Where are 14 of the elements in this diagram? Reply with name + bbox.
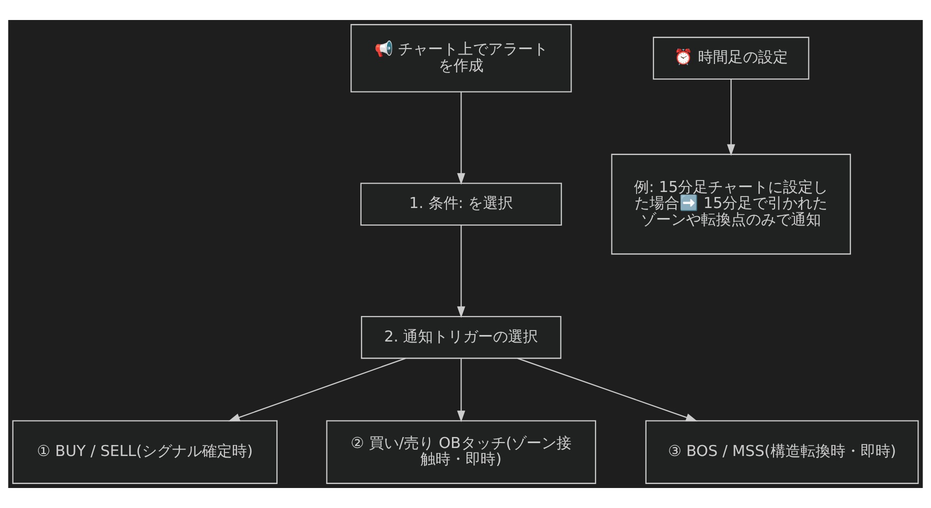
- node-box: ③ BOS / MSS(構造転換時・即時): [645, 420, 919, 484]
- node-box: ⏰ 時間足の設定: [652, 36, 810, 80]
- arrow: [727, 79, 736, 156]
- arrow: [517, 358, 698, 422]
- node-box: 📢 チャート上でアラートを作成: [350, 24, 572, 92]
- arrow: [457, 225, 466, 318]
- node-box: 1. 条件: を選択: [360, 182, 562, 226]
- node-box: 例: 15分足チャートに設定した場合➡ 15分足で引かれたゾーンや転換点のみで通知: [611, 154, 851, 255]
- arrow: [457, 358, 466, 422]
- node-box: ② 買い/売り OBタッチ(ゾーン接触時・即時): [326, 420, 596, 484]
- arrow: [457, 92, 466, 185]
- node-box: 2. 通知トリガーの選択: [360, 316, 562, 359]
- node-box: ① BUY / SELL(シグナル確定時): [12, 420, 278, 484]
- arrow: [228, 358, 406, 422]
